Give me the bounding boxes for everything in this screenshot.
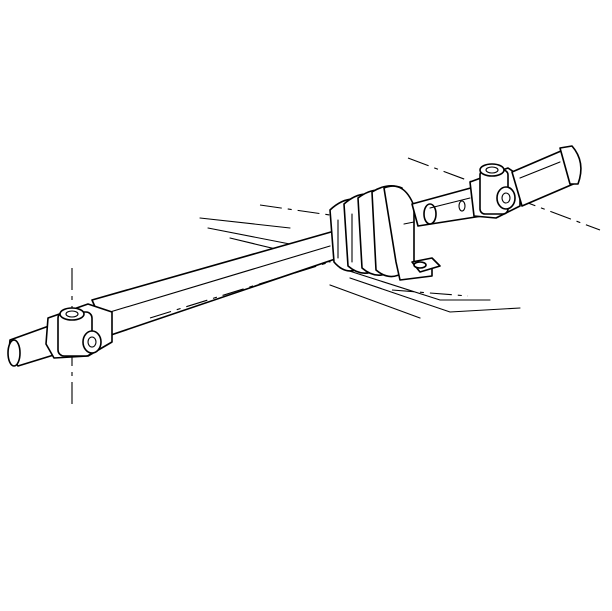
rear-universal-joint <box>469 163 521 219</box>
front-universal-joint <box>57 307 102 357</box>
front-propeller-shaft-tube <box>91 227 351 337</box>
center-bearing-bracket <box>383 185 441 281</box>
rear-tube-section <box>511 145 582 207</box>
